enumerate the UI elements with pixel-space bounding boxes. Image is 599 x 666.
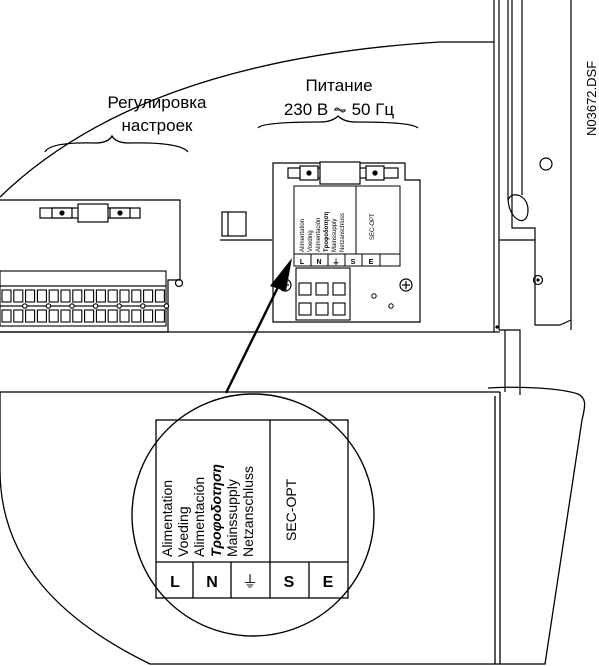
power-brace [257,115,419,129]
side-rails [493,0,572,395]
adjust-brace [44,134,189,153]
terminal-hole [140,303,146,309]
adjust-label: Регулировка [108,93,208,112]
small-terminal-N: N [316,259,321,266]
lang-label: Τροφοδοτηση [208,464,224,557]
terminal-screw-icon [72,309,83,323]
small-option-label: SEC-OPT [370,213,376,240]
terminal-hole [163,303,170,309]
terminal-screw-icon [1,289,12,303]
small-terminal-earth: ⏚ [333,258,340,266]
small-terminal-L: L [300,259,305,266]
terminal-screw-icon [131,309,142,323]
terminal-screw-icon [36,309,47,323]
terminal-screw-icon [131,289,142,303]
adjust-board [0,199,272,333]
small-lang-label: Τροφοδοτηση [324,211,330,252]
terminal-screw-icon [107,289,118,303]
power-terminal-screw-icon [315,282,329,296]
lang-label: Voeding [175,506,191,557]
dip-switch-power [287,161,399,185]
terminal-hole [69,303,75,309]
terminal-screw-icon [154,289,165,303]
terminal-S: S [284,574,295,591]
terminal-screw-icon [143,309,154,323]
pointer-arrowhead [270,258,292,291]
small-terminal-letters: L N ⏚ S E [300,258,374,266]
power-board [272,162,421,323]
terminal-screw-icon [48,289,59,303]
screw-hole [539,157,553,171]
terminal-screw-icon [1,309,12,323]
terminal-screw-icon [25,309,36,323]
power-label: 230 В ⏦ 50 Гц [284,100,395,119]
terminal-screw-icon [13,289,24,303]
terminal-N: N [206,574,218,591]
small-lang-label: Alimentation [300,219,306,252]
small-lang-label: Alimentación [316,218,322,252]
terminal-hole [92,303,99,309]
adjust-terminal-strip [0,270,170,327]
small-terminal-E: E [369,259,374,266]
power-terminal-screw-icon [298,282,312,296]
terminal-screw-icon [84,289,95,303]
small-terminal-block [293,185,401,267]
terminal-screw-icon [25,289,36,303]
terminal-screw-icon [13,309,24,323]
power-terminal-screw-icon [332,282,346,296]
terminal-screw-icon [95,289,106,303]
small-lang-labels: Alimentation Voeding Alimentación Τροφοδ… [300,211,376,252]
enlarged-lang-labels: Alimentation Voeding Alimentación Τροφοδ… [159,464,299,557]
option-label: SEC-OPT [283,478,299,541]
terminal-screw-icon [143,289,154,303]
enlarged-terminal-block [155,419,349,599]
terminal-screw-icon [60,309,71,323]
terminal-screw-icon [95,309,106,323]
small-lang-label: Voeding [308,230,314,252]
terminal-L: L [170,574,180,591]
dip-switch-left [39,203,141,223]
terminal-screw-icon [119,289,130,303]
power-terminal-screw-icon [332,302,346,316]
power-terminal-screw-icon [315,302,329,316]
terminal-screw-icon [60,289,71,303]
terminal-screw-icon [48,309,59,323]
small-lang-label: Mainssupply [332,219,338,252]
lang-label: Alimentación [191,477,207,557]
terminal-screw-icon [84,309,95,323]
terminal-screw-icon [119,309,130,323]
enlarged-terminal-letters: L N ⏚ S E [170,573,334,591]
adjust-label: настроек [122,116,193,135]
terminal-E: E [323,574,334,591]
terminal-screw-icon [107,309,118,323]
pointer-line [224,278,284,394]
terminal-screw-icon [72,289,83,303]
terminal-earth-icon: ⏚ [242,573,258,591]
small-terminal-S: S [351,259,356,266]
power-terminal-screw-icon [298,302,312,316]
terminal-hole [116,303,122,309]
terminal-hole [22,303,28,309]
lang-label: Mainssupply [224,479,240,557]
lang-label: Alimentation [159,480,175,557]
power-label: Питание [305,76,372,95]
terminal-hole [45,303,52,309]
terminal-screw-icon [36,289,47,303]
lang-label: Netzanschluss [240,466,256,557]
small-lang-label: Netzanschluss [340,213,346,252]
screw-icon [532,274,544,286]
drawing-id: N03672.DSF [584,61,599,136]
power-connectors [295,267,351,321]
terminal-screw-icon [154,309,165,323]
